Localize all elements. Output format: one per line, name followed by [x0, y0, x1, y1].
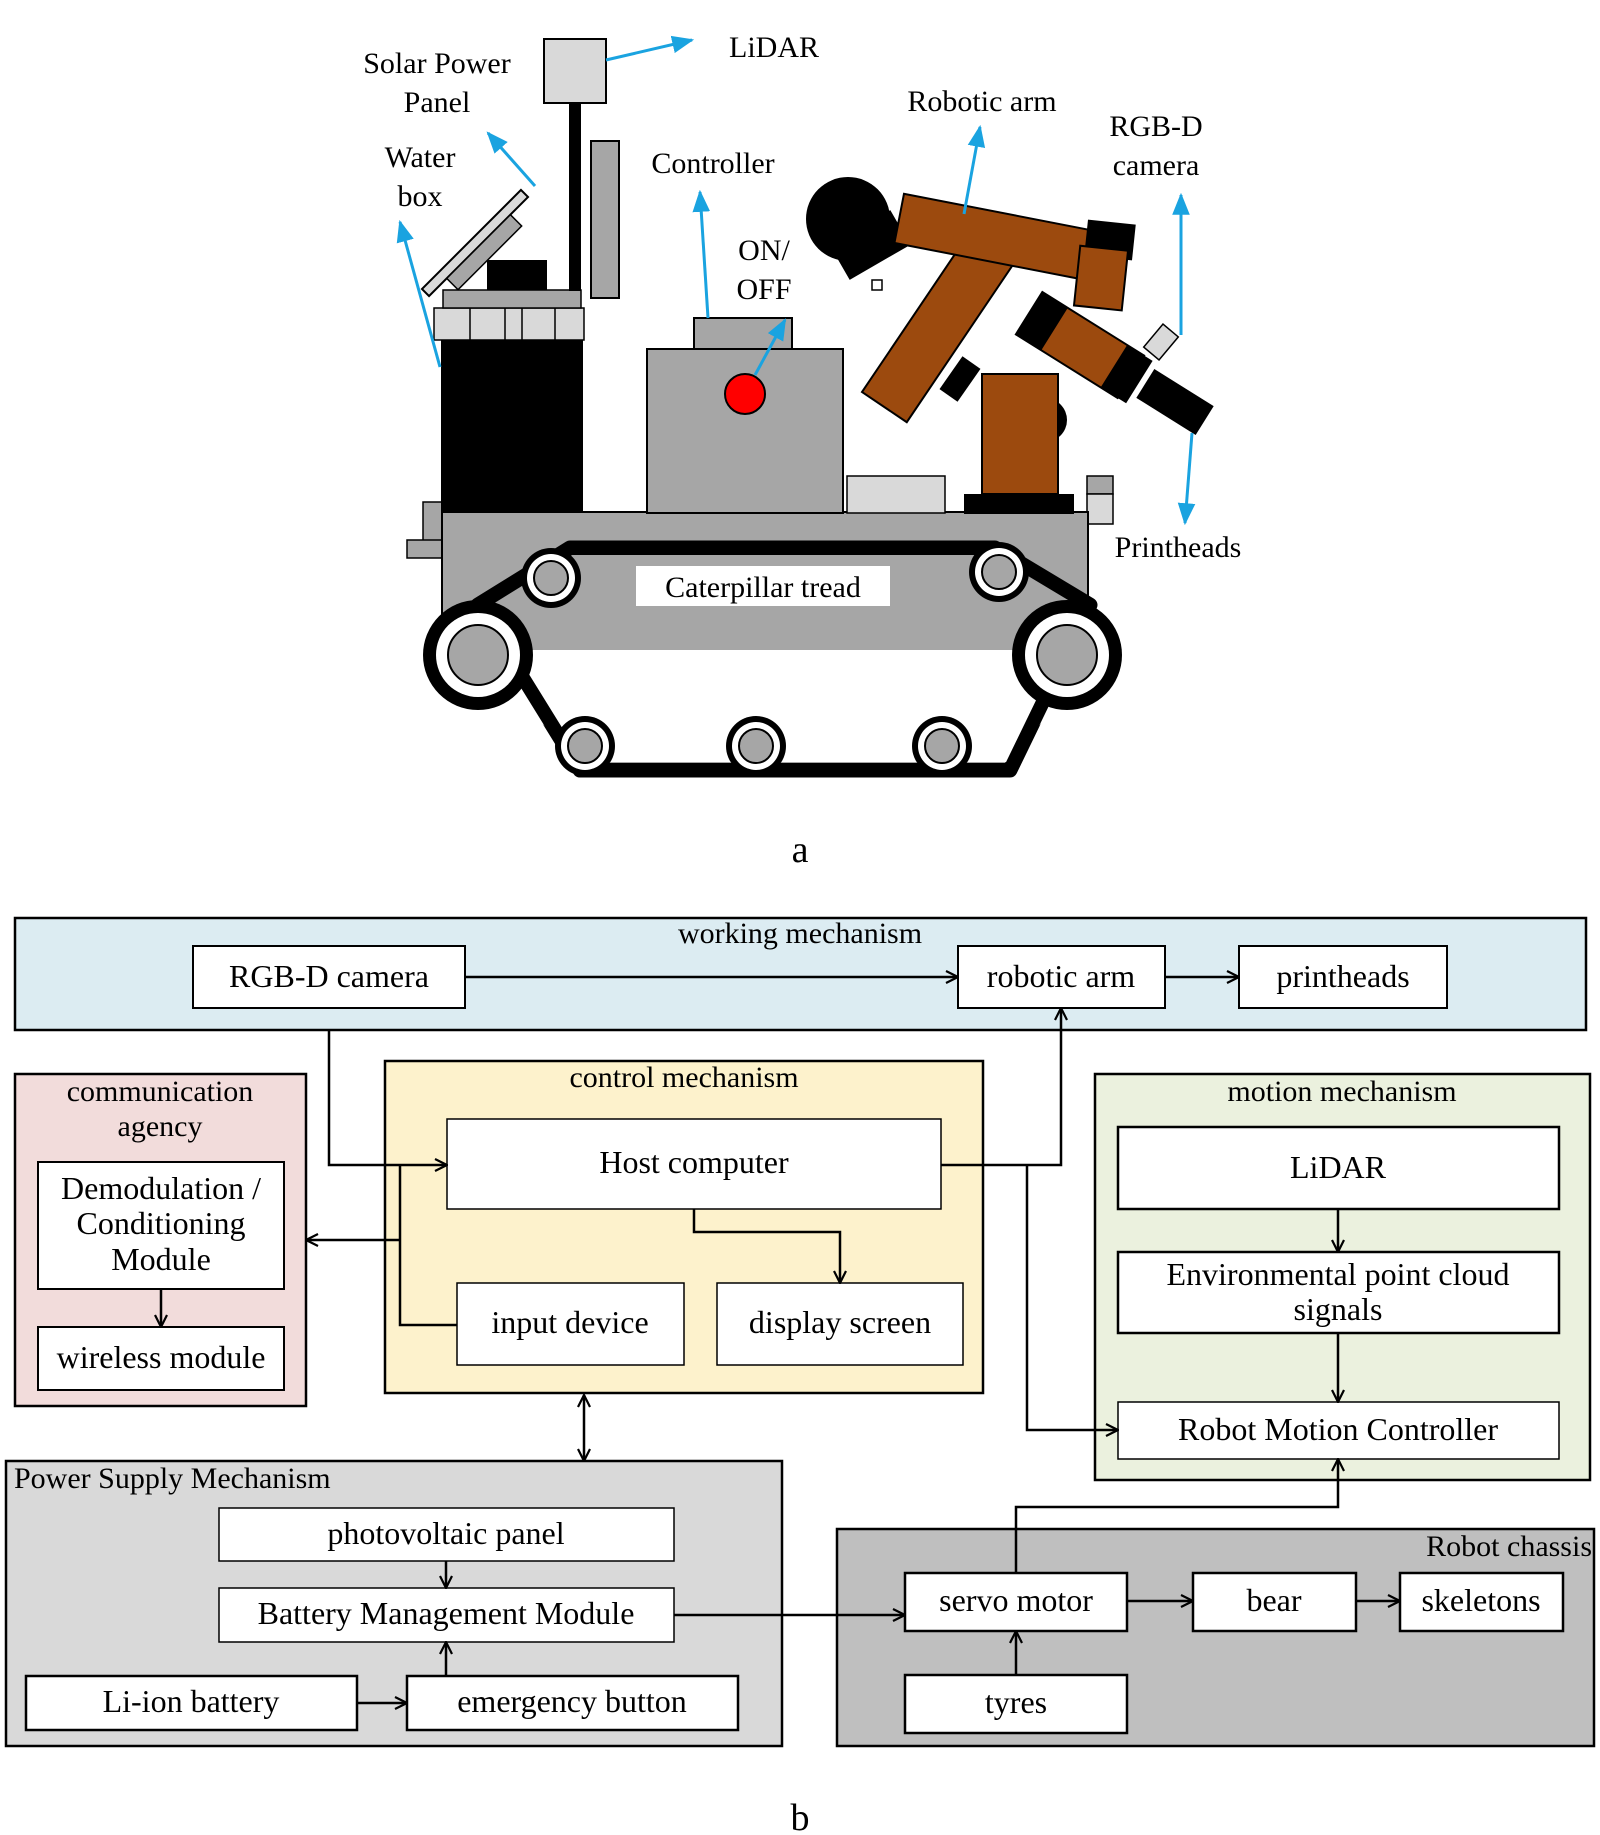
label-on-off-2: OFF	[736, 273, 791, 306]
box-printheads	[1238, 945, 1448, 1009]
title-power-supply: Power Supply Mechanism	[14, 1462, 331, 1495]
front-bumper-top	[1086, 475, 1114, 495]
label-box-robotic-arm: robotic arm	[987, 958, 1136, 994]
label-tyres: tyres	[985, 1684, 1047, 1720]
label-demod-3: Module	[111, 1241, 211, 1277]
box-emergency-button	[405, 1674, 740, 1732]
box-lidar	[1116, 1125, 1561, 1211]
water-box-cap	[433, 307, 585, 341]
rear-bumper-top	[422, 501, 444, 543]
label-printheads: Printheads	[1115, 531, 1242, 564]
label-env-1: Environmental point cloud	[1166, 1256, 1509, 1292]
box-wireless-module	[37, 1326, 285, 1391]
title-communication-2: agency	[118, 1110, 203, 1143]
label-box-lidar: LiDAR	[1290, 1149, 1387, 1185]
label-bear: bear	[1246, 1582, 1301, 1618]
label-skeletons: skeletons	[1421, 1582, 1540, 1618]
lidar-sensor	[543, 38, 607, 104]
box-host-computer	[446, 1118, 942, 1210]
box-display-screen	[716, 1282, 964, 1366]
solar-panel-bracket	[445, 213, 523, 291]
on-off-button	[724, 373, 766, 415]
top-idler-rear	[521, 548, 581, 608]
caterpillar-label: Caterpillar tread	[665, 571, 861, 604]
lidar-pole	[569, 103, 581, 291]
arrow-camera-to-host	[327, 1030, 447, 1165]
title-working-mechanism: working mechanism	[678, 917, 922, 950]
antenna-bar	[590, 140, 620, 299]
top-idler-front	[969, 542, 1029, 602]
box-input-device	[456, 1282, 685, 1366]
rear-bumper	[406, 539, 446, 559]
water-box-lid	[442, 289, 582, 309]
front-drive-wheel	[1012, 600, 1122, 710]
bottom-roller-2	[726, 716, 786, 776]
caption-a: a	[792, 829, 809, 871]
arrow-host-to-arm	[941, 1008, 1061, 1167]
label-host-computer: Host computer	[599, 1144, 789, 1180]
box-battery-management	[218, 1587, 675, 1643]
panel-mount	[487, 260, 547, 290]
label-wireless-module: wireless module	[57, 1339, 266, 1375]
arm-joint-marker	[871, 279, 883, 291]
rear-drive-wheel	[423, 600, 533, 710]
arm-base-plate	[964, 494, 1074, 514]
label-input-device: input device	[491, 1304, 648, 1340]
title-motion-mechanism: motion mechanism	[1227, 1075, 1456, 1108]
label-motion-controller: Robot Motion Controller	[1178, 1411, 1498, 1447]
water-box	[441, 338, 583, 513]
label-solar-panel-1: Solar Power	[363, 47, 510, 80]
label-box-printheads: printheads	[1276, 958, 1409, 994]
robot-illustration: Caterpillar tread	[363, 31, 1241, 871]
arrow-host-to-display	[692, 1209, 840, 1283]
arrow-host-to-motion-controller	[1025, 1165, 1118, 1430]
line-input-device-to-host	[398, 1165, 457, 1327]
label-emergency-button: emergency button	[457, 1683, 687, 1719]
label-li-ion-battery: Li-ion battery	[103, 1683, 280, 1719]
electronics-box	[846, 475, 946, 514]
box-demodulation-module	[37, 1161, 285, 1290]
robotic-arm-drawing	[806, 177, 1214, 514]
label-water-box-1: Water	[385, 141, 456, 174]
label-water-box-2: box	[398, 180, 443, 213]
shoulder-motor	[806, 177, 890, 261]
box-li-ion-battery	[24, 1674, 359, 1732]
front-bumper	[1086, 493, 1114, 525]
label-lidar: LiDAR	[729, 31, 819, 64]
label-demod-2: Conditioning	[77, 1205, 246, 1241]
label-battery-management: Battery Management Module	[258, 1595, 635, 1631]
block-diagram: working mechanism communication agency c…	[4, 916, 1596, 1835]
label-solar-panel-2: Panel	[404, 86, 471, 119]
label-rgbd-1: RGB-D	[1109, 110, 1202, 143]
rgbd-camera	[1142, 323, 1180, 361]
label-controller: Controller	[651, 147, 774, 180]
label-demod-1: Demodulation /	[61, 1170, 261, 1206]
label-box-rgbd-camera: RGB-D camera	[229, 958, 429, 994]
title-robot-chassis: Robot chassis	[1426, 1530, 1592, 1563]
bottom-roller-3	[912, 716, 972, 776]
box-photovoltaic-panel	[218, 1507, 675, 1562]
arrow-servo-to-motion-controller	[1014, 1459, 1338, 1573]
label-env-2: signals	[1294, 1291, 1383, 1327]
label-display-screen: display screen	[749, 1304, 931, 1340]
title-communication-1: communication	[67, 1075, 254, 1108]
label-robotic-arm: Robotic arm	[907, 85, 1056, 118]
label-servo-motor: servo motor	[939, 1582, 1093, 1618]
label-on-off-1: ON/	[738, 234, 790, 267]
label-rgbd-2: camera	[1113, 149, 1200, 182]
arm-base-column	[981, 373, 1059, 495]
printhead	[1136, 369, 1214, 435]
caterpillar-label-box	[636, 566, 890, 606]
caption-b: b	[791, 1797, 810, 1835]
label-photovoltaic-panel: photovoltaic panel	[327, 1515, 564, 1551]
bottom-roller-1	[555, 716, 615, 776]
box-skeletons	[1398, 1571, 1565, 1633]
box-rgbd-camera	[192, 945, 466, 1009]
title-control-mechanism: control mechanism	[569, 1061, 798, 1094]
